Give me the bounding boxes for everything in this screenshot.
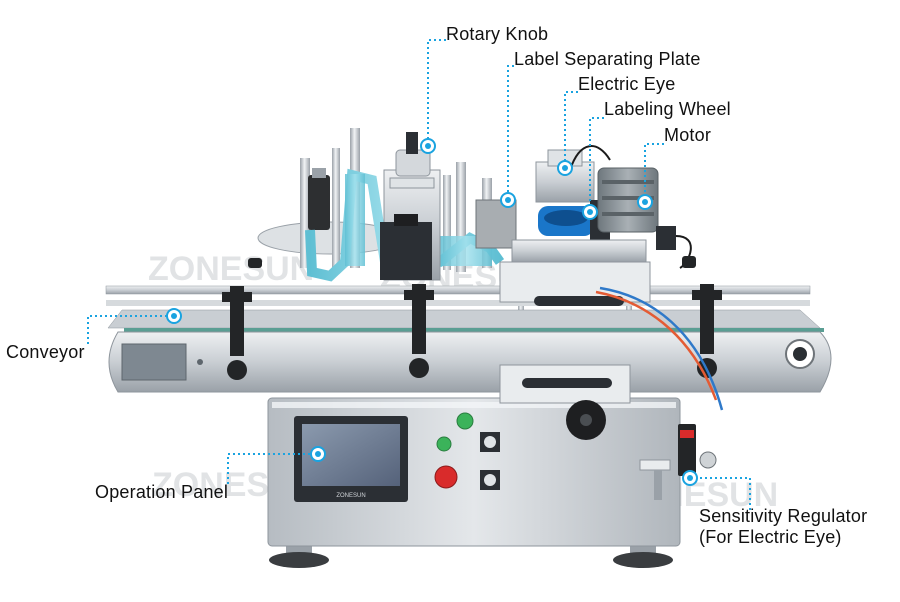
conveyor-assembly — [105, 256, 832, 500]
callout-sensitivity-regulator-note: (For Electric Eye) — [699, 527, 842, 547]
watermark-top: ZONESUN — [148, 250, 314, 288]
callout-operation-panel: Operation Panel — [95, 482, 229, 502]
control-cabinet: ZONESUN — [267, 397, 681, 547]
callout-leaders — [87, 39, 751, 512]
speed-dial[interactable] — [484, 436, 496, 448]
machine-feet — [269, 540, 673, 568]
callout-rotary-knob: Rotary Knob — [446, 24, 549, 44]
callout-label-separating-plate: Label Separating Plate — [514, 49, 701, 69]
screen-brand-text: ZONESUN — [336, 493, 365, 499]
callout-electric-eye: Electric Eye — [578, 74, 676, 94]
green-indicator — [436, 436, 452, 452]
start-button[interactable] — [456, 412, 474, 430]
stop-button[interactable] — [434, 465, 458, 489]
adjust-dial[interactable] — [484, 474, 496, 486]
rotary-knob-handle[interactable] — [406, 132, 418, 154]
callout-labeling-wheel: Labeling Wheel — [604, 99, 731, 119]
upper-assembly — [257, 128, 692, 372]
callout-sensitivity-regulator: Sensitivity Regulator — [699, 506, 868, 526]
callout-motor: Motor — [664, 125, 712, 145]
callout-conveyor: Conveyor — [6, 342, 85, 362]
